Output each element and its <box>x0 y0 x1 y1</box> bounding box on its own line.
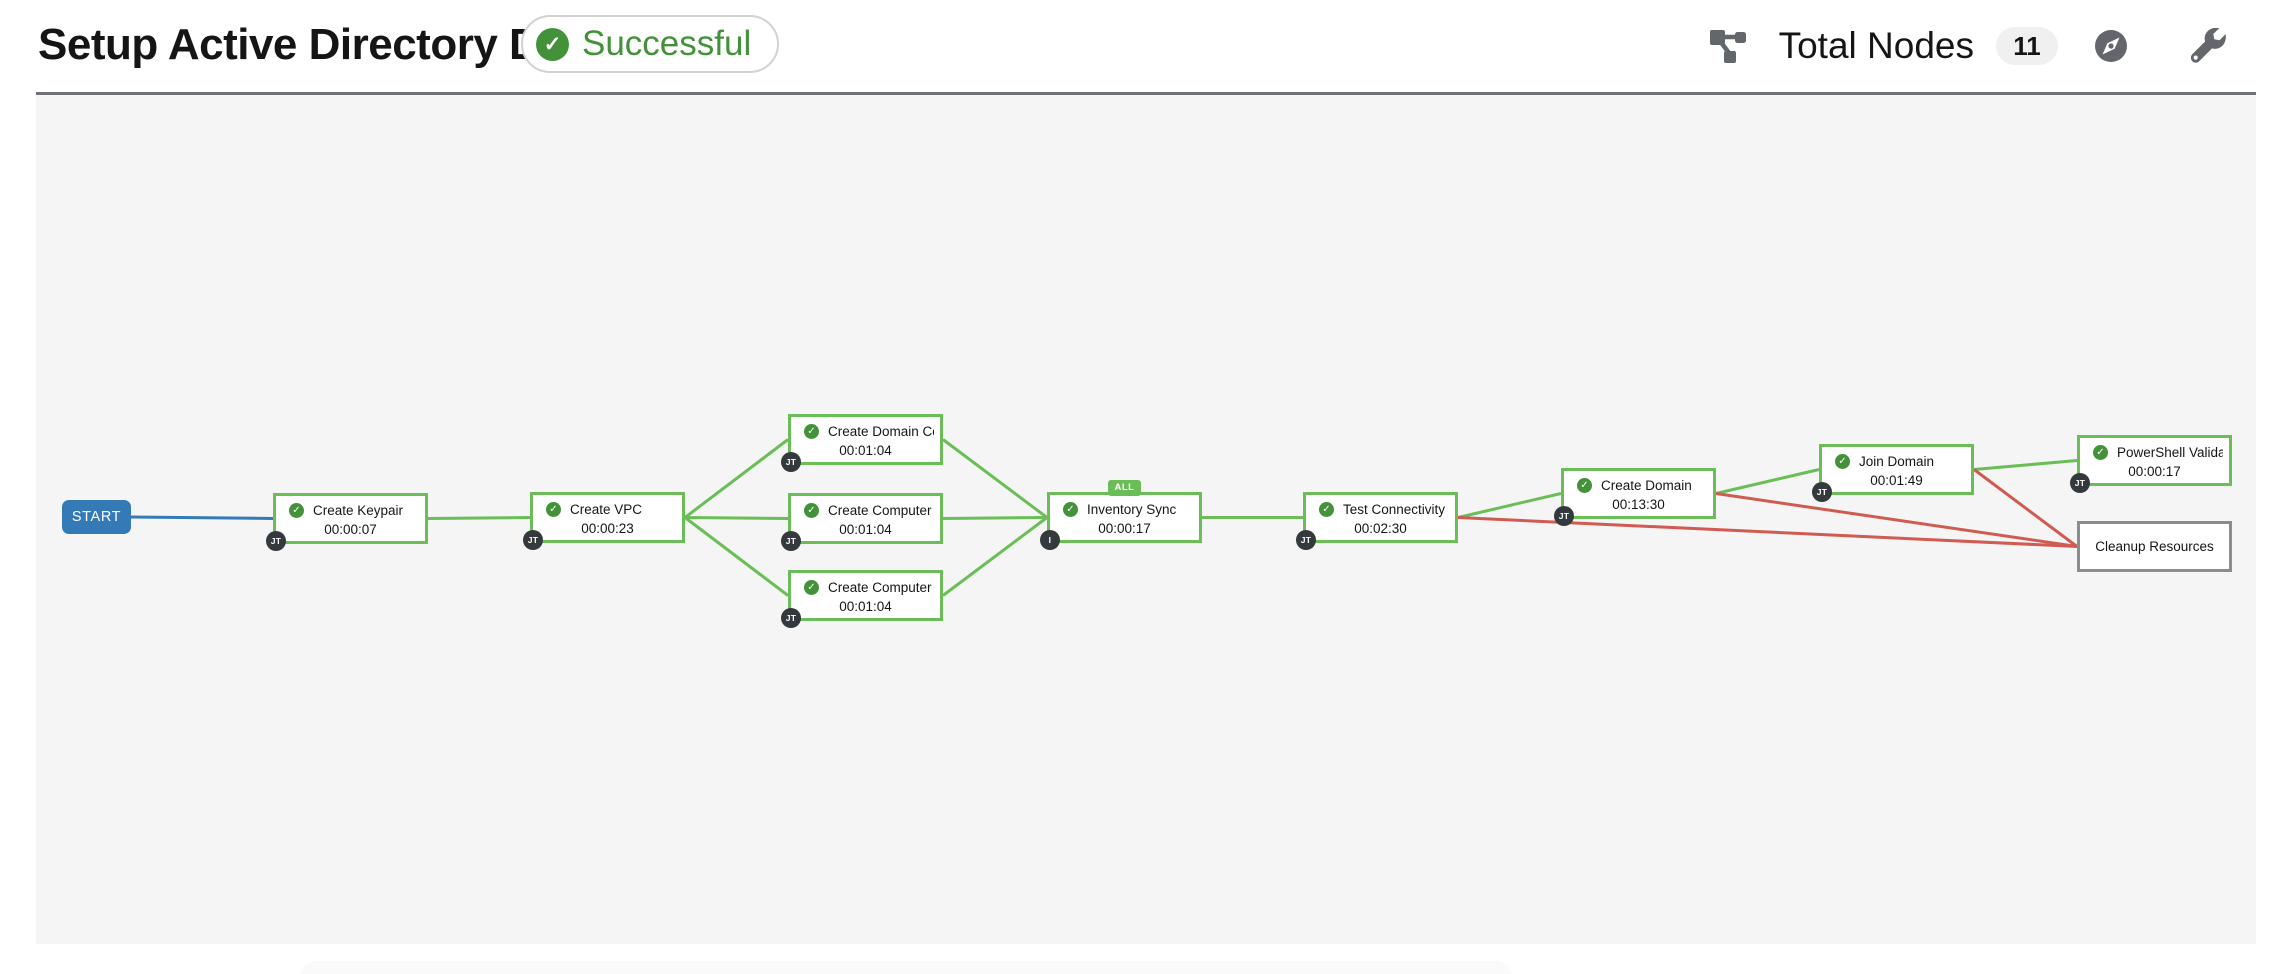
node-label: Create Computer (2) <box>828 580 934 595</box>
node-success-check-icon: ✓ <box>804 503 819 518</box>
check-circle-icon: ✓ <box>536 27 569 61</box>
workflow-start-node: START <box>62 500 131 534</box>
total-nodes-count-badge: 11 <box>1996 27 2058 65</box>
node-type-badge: I <box>1040 530 1060 550</box>
node-elapsed-time: 00:01:04 <box>839 522 892 537</box>
node-label: Test Connectivity <box>1343 502 1446 517</box>
node-success-check-icon: ✓ <box>2093 445 2108 460</box>
node-label: Create Keypair <box>313 503 404 518</box>
node-type-badge: JT <box>1296 530 1316 550</box>
node-label: Inventory Sync <box>1087 502 1177 517</box>
node-label: Create Domain Contr... <box>828 424 934 439</box>
workflow-edges <box>130 438 2078 597</box>
header-divider <box>36 92 2256 95</box>
status-label: Successful <box>582 24 752 63</box>
workflow-edge-create-computer-1-inventory-sync <box>942 516 1048 520</box>
workflow-edge-start-create-keypair <box>130 515 274 520</box>
bottom-sheet-edge <box>300 961 1512 974</box>
node-elapsed-time: 00:01:04 <box>839 443 892 458</box>
node-success-check-icon: ✓ <box>1835 454 1850 469</box>
compass-icon <box>2094 29 2128 63</box>
node-type-badge: JT <box>1812 482 1832 502</box>
node-success-check-icon: ✓ <box>1319 502 1334 517</box>
node-type-badge: JT <box>2070 473 2090 493</box>
workflow-edge-create-vpc-create-computer-2 <box>684 516 789 597</box>
workflow-edge-create-domain-controller-inventory-sync <box>942 438 1048 519</box>
workflow-edge-create-keypair-create-vpc <box>427 516 531 520</box>
total-nodes-label: Total Nodes <box>1778 25 1974 66</box>
workflow-edge-join-domain-powershell-validation <box>1973 459 2078 471</box>
node-convergence-all-badge: ALL <box>1107 480 1142 496</box>
sitemap-icon <box>1709 27 1749 65</box>
node-label: Cleanup Resources <box>2095 539 2214 554</box>
node-success-check-icon: ✓ <box>804 424 819 439</box>
node-type-badge: JT <box>781 531 801 551</box>
node-elapsed-time: 00:13:30 <box>1612 497 1665 512</box>
workflow-edge-create-domain-cleanup-resources <box>1715 492 2078 548</box>
node-type-badge: JT <box>781 452 801 472</box>
wrench-icon <box>2190 28 2228 64</box>
node-elapsed-time: 00:00:17 <box>2128 464 2181 479</box>
node-elapsed-time: 00:00:07 <box>324 522 377 537</box>
node-elapsed-time: 00:00:23 <box>581 521 634 536</box>
node-success-check-icon: ✓ <box>1063 502 1078 517</box>
status-badge: ✓ Successful <box>521 15 780 73</box>
workflow-edge-join-domain-cleanup-resources <box>1973 468 2078 548</box>
header-toolbar: Total Nodes 11 <box>1709 0 2228 92</box>
workflow-node-inventory-sync[interactable]: ✓ Inventory Sync 00:00:17 ALL I <box>1040 480 1202 550</box>
node-type-badge: JT <box>523 530 543 550</box>
node-elapsed-time: 00:02:30 <box>1354 521 1407 536</box>
workflow-edge-create-computer-2-inventory-sync <box>942 516 1048 597</box>
node-success-check-icon: ✓ <box>546 502 561 517</box>
workflow-edge-create-vpc-create-domain-controller <box>684 438 789 519</box>
workflow-header: Setup Active Directory Domain ✓ Successf… <box>0 0 2290 92</box>
node-type-badge: JT <box>266 531 286 551</box>
node-label: Create VPC <box>570 502 643 517</box>
node-type-badge: JT <box>1554 506 1574 526</box>
legend-button[interactable] <box>2094 29 2128 63</box>
node-label: Create Computer (1) <box>828 503 934 518</box>
node-elapsed-time: 00:01:04 <box>839 599 892 614</box>
node-label: PowerShell Validation <box>2117 445 2223 460</box>
node-success-check-icon: ✓ <box>804 580 819 595</box>
node-label: Join Domain <box>1859 454 1935 469</box>
node-success-check-icon: ✓ <box>289 503 304 518</box>
tools-button[interactable] <box>2190 28 2228 64</box>
node-elapsed-time: 00:01:49 <box>1870 473 1923 488</box>
workflow-edge-create-vpc-create-computer-1 <box>684 516 789 520</box>
node-label: Create Domain <box>1601 478 1692 493</box>
workflow-edge-create-domain-join-domain <box>1715 468 1820 495</box>
workflow-node-cleanup-resources[interactable]: Cleanup Resources <box>2077 521 2232 572</box>
node-type-badge: JT <box>781 608 801 628</box>
node-success-check-icon: ✓ <box>1577 478 1592 493</box>
node-elapsed-time: 00:00:17 <box>1098 521 1151 536</box>
workflow-edge-test-connectivity-create-domain <box>1457 492 1562 519</box>
